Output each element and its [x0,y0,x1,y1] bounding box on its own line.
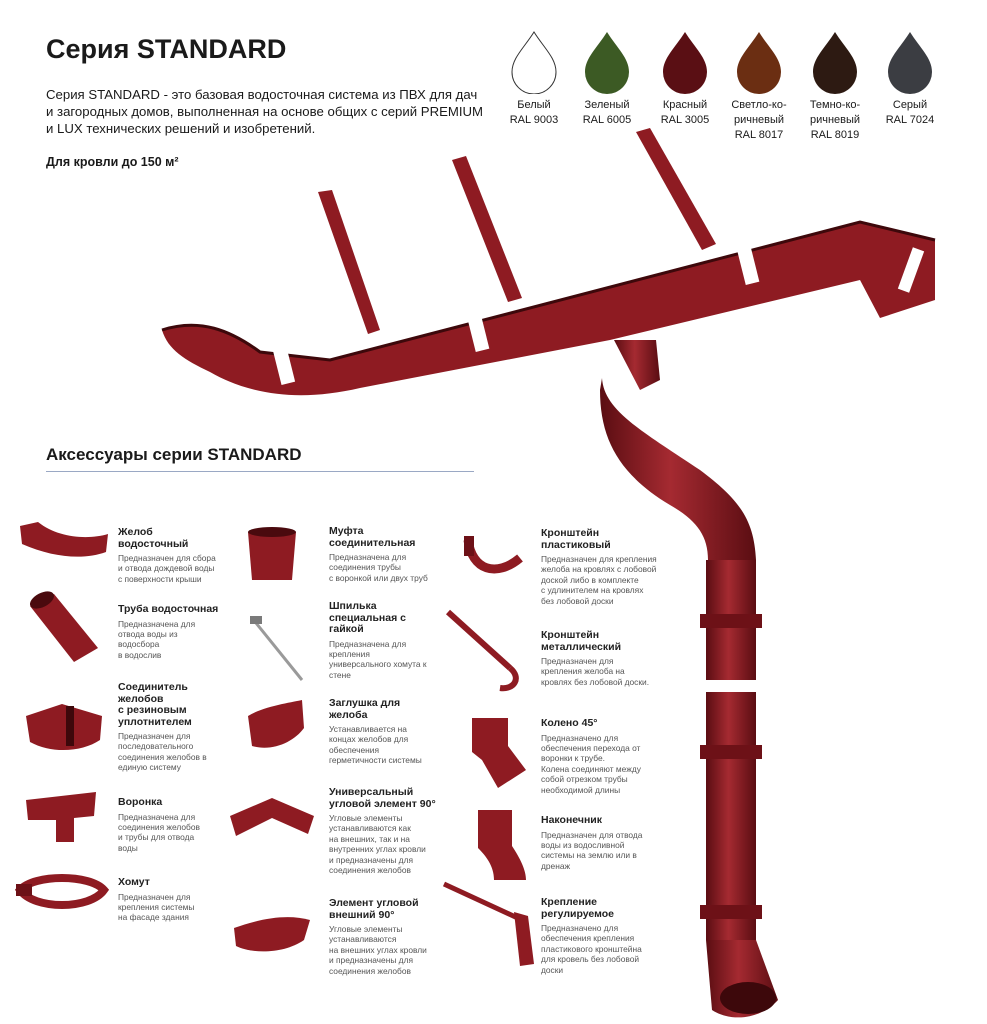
accessory-description: Предназначен для крепления желоба на кро… [541,554,657,606]
plastic-bracket-icon [463,536,523,574]
drop-icon [511,31,557,94]
accessory-item: Воронка Предназначена для соединения жел… [118,796,242,853]
accessory-title: Желоб водосточный [118,526,189,550]
color-ral: RAL 3005 [660,114,710,126]
color-swatch: Красный RAL 3005 [645,30,725,128]
accessory-description: Предназначен для сбора и отвода дождевой… [118,553,216,584]
clamp-icon [14,874,110,909]
accessory-description: Устанавливается на концах желобов для об… [329,724,422,766]
accessory-title: Кронштейн металлический [541,629,622,653]
drop-icon [585,32,629,94]
accessory-description: Предназначена для соединения желобов и т… [118,811,200,853]
elbow-icon [472,718,526,788]
accessory-item: Кронштейн пластиковый Предназначен для к… [541,527,691,606]
pipe-icon [29,591,98,662]
roof-bracket-icon [452,156,522,302]
endcap-icon [248,700,304,748]
gutter-icon [20,522,108,557]
accessory-title: Заглушка для желоба [329,697,401,721]
accessory-title: Воронка [118,796,163,808]
accessory-item: Хомут Предназначен для крепления системы… [118,876,242,923]
accessory-title: Кронштейн пластиковый [541,527,611,551]
accessory-item: Желоб водосточный Предназначен для сбора… [118,526,246,584]
color-name: Светло-ко- ричневый [731,99,787,126]
color-ral: RAL 7024 [885,114,935,126]
color-name: Серый [892,99,928,111]
accessory-item: Крепление регулируемое Предназначено для… [541,896,691,975]
accessory-title: Наконечник [541,814,603,826]
metal-bracket-icon [445,609,519,692]
drop-icon [663,32,707,94]
color-swatch: Серый RAL 7024 [870,30,950,128]
accessory-title: Крепление регулируемое [541,896,615,920]
color-swatch: Зеленый RAL 6005 [567,30,647,128]
accessory-title: Шпилька специальная с гайкой [329,600,406,635]
accessory-description: Предназначена для соединения трубы с вор… [329,552,428,583]
accessory-description: Предназначен для крепления желоба на кро… [541,656,650,687]
color-ral: RAL 6005 [582,114,632,126]
accessory-description: Предназначена для крепления универсально… [329,638,427,680]
drop-icon [888,32,932,94]
roof-bracket-icon [636,128,716,250]
corner-icon [230,798,314,836]
coupling-icon [248,527,296,580]
accessory-item: Элемент угловой внешний 90° Угловые элем… [329,897,464,976]
outlet-icon [478,810,526,880]
drop-icon [737,32,781,94]
accessory-item: Шпилька специальная с гайкой Предназначе… [329,600,464,680]
roof-bracket-icon [318,190,380,334]
accessory-item: Наконечник Предназначен для отвода воды … [541,814,691,871]
accessory-description: Предназначен для крепления системы на фа… [118,891,195,923]
downpipe-icon [600,340,778,1018]
drop-icon [813,32,857,94]
accessory-item: Муфта соединительная Предназначена для с… [329,525,464,583]
adjustable-mount-icon [442,881,534,966]
color-name: Зеленый [584,99,630,111]
stud-icon [250,616,304,681]
accessories-title: Аксессуары серии STANDARD [46,445,302,464]
color-name: Темно-ко- ричневый [809,99,861,126]
color-ral: RAL 8019 [810,129,860,141]
accessory-title: Труба водосточная [118,603,219,615]
accessory-title: Универсальный угловой элемент 90° [329,786,436,810]
color-name: Красный [662,99,708,111]
accessory-item: Кронштейн металлический Предназначен для… [541,629,691,687]
color-swatch: Темно-ко- ричневый RAL 8019 [795,30,875,143]
accessory-item: Заглушка для желоба Устанавливается на к… [329,697,464,766]
funnel-icon [26,792,96,842]
intro-text: Серия STANDARD - это базовая водосточная… [46,87,484,136]
outer-corner-icon [234,917,310,952]
accessory-item: Универсальный угловой элемент 90° Угловы… [329,786,464,876]
accessory-description: Предназначено для обеспечения крепления … [541,923,642,975]
accessory-description: Угловые элементы устанавливаются на внеш… [329,924,427,976]
accessory-item: Колено 45° Предназначено для обеспечения… [541,717,691,795]
color-ral: RAL 9003 [509,114,559,126]
accessory-title: Муфта соединительная [329,525,416,549]
page-title: Серия STANDARD [46,34,287,64]
accessory-description: Предназначена для отвода воды из водосбо… [118,618,196,660]
accessory-title: Колено 45° [541,717,598,729]
accessory-title: Соединитель желобов с резиновым уплотнит… [118,681,192,728]
roof-note: Для кровли до 150 м² [46,155,179,169]
connector-icon [26,704,102,751]
color-swatch: Светло-ко- ричневый RAL 8017 [719,30,799,143]
gutter-trough-icon [161,220,936,396]
accessory-item: Труба водосточная Предназначена для отво… [118,603,242,660]
color-swatch: Белый RAL 9003 [494,30,574,128]
accessory-title: Элемент угловой внешний 90° [329,897,419,921]
color-name: Белый [517,99,551,111]
divider [46,471,474,472]
accessory-title: Хомут [118,876,150,888]
accessory-description: Предназначен для отвода воды из водослив… [541,829,643,871]
accessory-description: Предназначен для последовательного соеди… [118,731,207,773]
accessory-description: Угловые элементы устанавливаются как на … [329,813,426,876]
accessory-description: Предназначено для обеспечения перехода о… [541,732,641,795]
color-ral: RAL 8017 [734,129,784,141]
accessory-item: Соединитель желобов с резиновым уплотнит… [118,681,242,773]
